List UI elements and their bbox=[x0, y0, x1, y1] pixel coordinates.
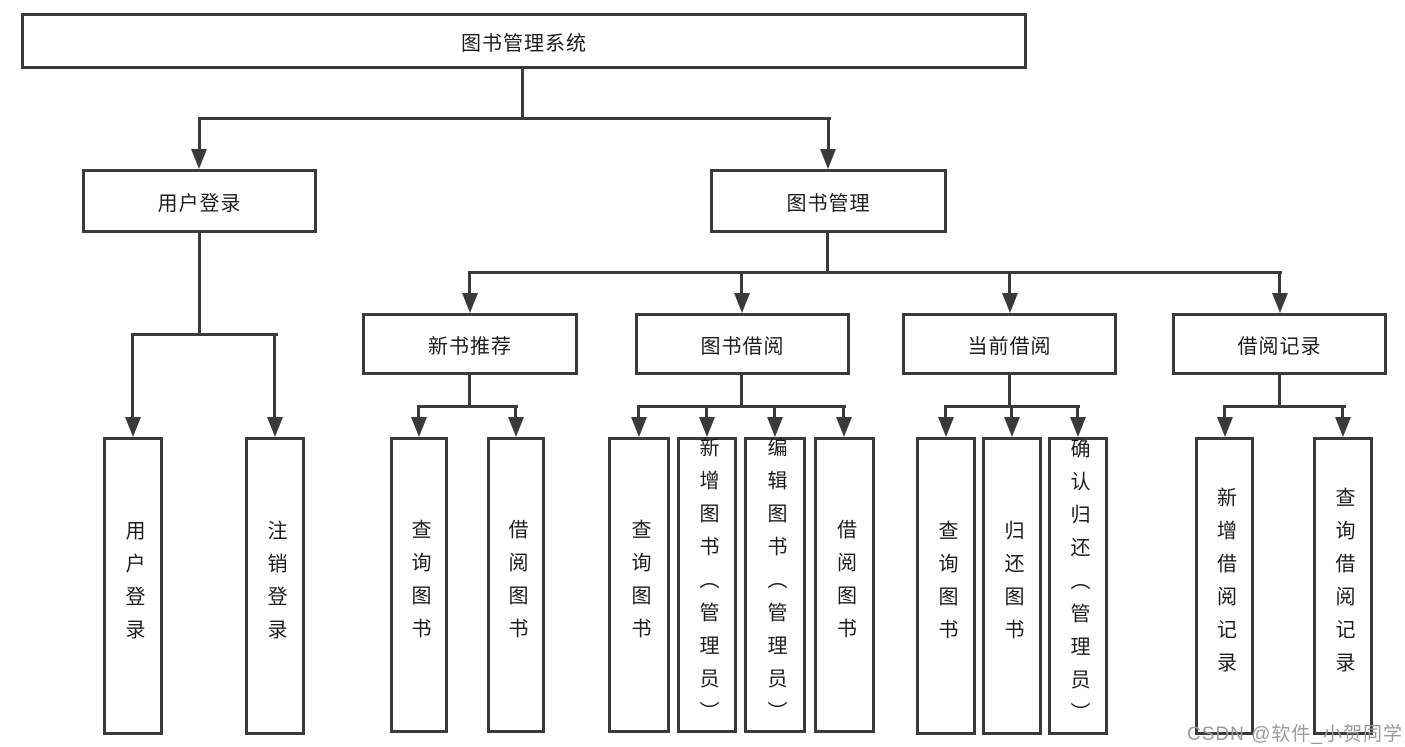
arrow-down-icon bbox=[820, 149, 836, 169]
arrow-down-icon bbox=[1004, 417, 1020, 437]
arrow-down-icon bbox=[267, 417, 283, 437]
arrow-down-icon bbox=[1272, 293, 1288, 313]
arrow-down-icon bbox=[1070, 417, 1086, 437]
leaf-label: 查询图书 bbox=[408, 519, 430, 651]
leaf-user-login: 用户登录 bbox=[103, 437, 163, 735]
leaf-edit-books-admin: 编辑图书（管理员） bbox=[744, 436, 806, 734]
connector-line bbox=[705, 405, 708, 419]
leaf-query-borrow-record: 查询借阅记录 bbox=[1313, 437, 1373, 735]
csdn-watermark: CSDN @软件_小贺同学 bbox=[1187, 724, 1403, 745]
node-label: 当前借阅 bbox=[967, 335, 1052, 358]
leaf-query-books-1: 查询图书 bbox=[390, 437, 448, 733]
node-label: 借阅记录 bbox=[1237, 335, 1322, 358]
connector-line bbox=[514, 405, 517, 419]
leaf-label: 查询图书 bbox=[628, 519, 650, 651]
node-label: 图书管理 bbox=[786, 192, 871, 215]
connector-line bbox=[521, 69, 524, 120]
connector-line bbox=[417, 405, 518, 408]
node-current-borrowing: 当前借阅 bbox=[902, 313, 1117, 375]
leaf-label: 编辑图书（管理员） bbox=[764, 436, 786, 734]
node-new-book-recommendation: 新书推荐 bbox=[362, 313, 578, 375]
arrow-down-icon bbox=[938, 417, 954, 437]
node-book-borrowing: 图书借阅 bbox=[635, 313, 850, 375]
connector-line bbox=[1223, 405, 1346, 408]
node-label: 图书借阅 bbox=[700, 335, 785, 358]
node-label: 新书推荐 bbox=[428, 335, 512, 358]
connector-line bbox=[468, 375, 471, 408]
leaf-label: 新增借阅记录 bbox=[1213, 487, 1236, 685]
connector-line bbox=[273, 333, 276, 419]
leaf-query-books-2: 查询图书 bbox=[608, 437, 670, 733]
leaf-borrow-books-1: 借阅图书 bbox=[487, 437, 545, 733]
connector-line bbox=[198, 233, 201, 336]
leaf-return-books: 归还图书 bbox=[982, 437, 1042, 735]
leaf-add-borrow-record: 新增借阅记录 bbox=[1195, 437, 1254, 735]
leaf-add-books-admin: 新增图书（管理员） bbox=[677, 436, 737, 734]
leaf-label: 查询借阅记录 bbox=[1332, 487, 1354, 685]
node-borrowing-records: 借阅记录 bbox=[1172, 313, 1387, 375]
arrow-down-icon bbox=[462, 293, 478, 313]
connector-line bbox=[198, 117, 831, 120]
connector-line bbox=[740, 271, 743, 296]
leaf-label: 借阅图书 bbox=[833, 519, 856, 651]
connector-line bbox=[1278, 375, 1281, 408]
leaf-label: 归还图书 bbox=[1001, 520, 1023, 652]
leaf-label: 注销登录 bbox=[264, 520, 286, 652]
arrow-down-icon bbox=[631, 417, 647, 437]
arrow-down-icon bbox=[191, 149, 207, 169]
arrow-down-icon bbox=[699, 417, 715, 437]
connector-line bbox=[740, 375, 743, 408]
arrow-down-icon bbox=[125, 417, 141, 437]
connector-line bbox=[417, 405, 420, 419]
connector-line bbox=[1278, 271, 1281, 296]
leaf-label: 借阅图书 bbox=[505, 519, 527, 651]
node-label: 用户登录 bbox=[157, 192, 242, 215]
node-user-login: 用户登录 bbox=[82, 169, 317, 233]
connector-line bbox=[842, 405, 845, 419]
arrow-down-icon bbox=[1002, 293, 1018, 313]
connector-line bbox=[1076, 405, 1079, 419]
connector-line bbox=[131, 333, 134, 419]
connector-line bbox=[1008, 375, 1011, 408]
node-label: 图书管理系统 bbox=[461, 32, 587, 55]
leaf-confirm-return-admin: 确认归还（管理员） bbox=[1048, 437, 1108, 735]
arrow-down-icon bbox=[1335, 417, 1351, 437]
connector-line bbox=[468, 271, 471, 296]
leaf-label: 查询图书 bbox=[935, 520, 957, 652]
arrow-down-icon bbox=[767, 417, 783, 437]
connector-line bbox=[637, 405, 846, 408]
arrow-down-icon bbox=[734, 293, 750, 313]
arrow-down-icon bbox=[508, 417, 524, 437]
connector-line bbox=[637, 405, 640, 419]
leaf-logout: 注销登录 bbox=[245, 437, 305, 735]
leaf-borrow-books-2: 借阅图书 bbox=[814, 437, 875, 733]
node-book-management: 图书管理 bbox=[710, 169, 947, 233]
connector-line bbox=[1010, 405, 1013, 419]
arrow-down-icon bbox=[411, 417, 427, 437]
arrow-down-icon bbox=[836, 417, 852, 437]
connector-line bbox=[827, 117, 830, 151]
connector-line bbox=[468, 271, 1282, 274]
node-library-management-system: 图书管理系统 bbox=[21, 13, 1027, 69]
connector-line bbox=[1008, 271, 1011, 296]
arrow-down-icon bbox=[1217, 417, 1233, 437]
leaf-query-books-3: 查询图书 bbox=[916, 437, 976, 735]
leaf-label: 新增图书（管理员） bbox=[696, 436, 718, 734]
connector-line bbox=[773, 405, 776, 419]
connector-line bbox=[1341, 405, 1344, 419]
connector-line bbox=[826, 233, 829, 274]
leaf-label: 确认归还（管理员） bbox=[1067, 437, 1089, 735]
connector-line bbox=[198, 117, 201, 151]
connector-line bbox=[1223, 405, 1226, 419]
leaf-label: 用户登录 bbox=[122, 520, 144, 652]
connector-line bbox=[131, 333, 278, 336]
connector-line bbox=[944, 405, 947, 419]
